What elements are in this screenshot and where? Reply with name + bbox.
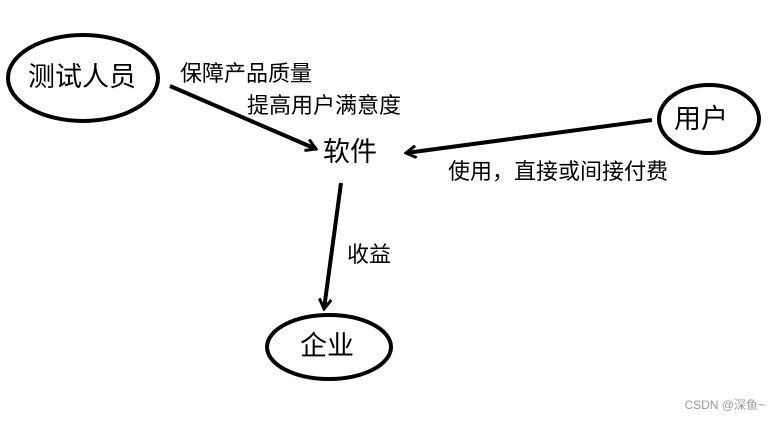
user-node-ellipse (657, 83, 761, 155)
user-node-label: 用户 (674, 104, 728, 135)
revenue-edge-label: 收益 (347, 243, 392, 268)
software-to-enterprise-arrow (324, 182, 343, 309)
user-to-software-arrow (406, 118, 653, 153)
tester-to-software-arrow (169, 84, 316, 149)
tester-edge-label-quality: 保障产品质量 (180, 62, 313, 87)
software-node-label: 软件 (323, 137, 377, 168)
user-edge-label: 使用，直接或间接付费 (448, 160, 669, 185)
enterprise-node-ellipse (265, 313, 393, 381)
tester-node-ellipse (6, 33, 160, 123)
tester-node-label: 测试人员 (28, 62, 136, 93)
tester-edge-label-satisfaction: 提高用户满意度 (247, 94, 402, 119)
enterprise-node-label: 企业 (300, 331, 354, 362)
watermark-text: CSDN @深鱼~ (684, 398, 765, 412)
